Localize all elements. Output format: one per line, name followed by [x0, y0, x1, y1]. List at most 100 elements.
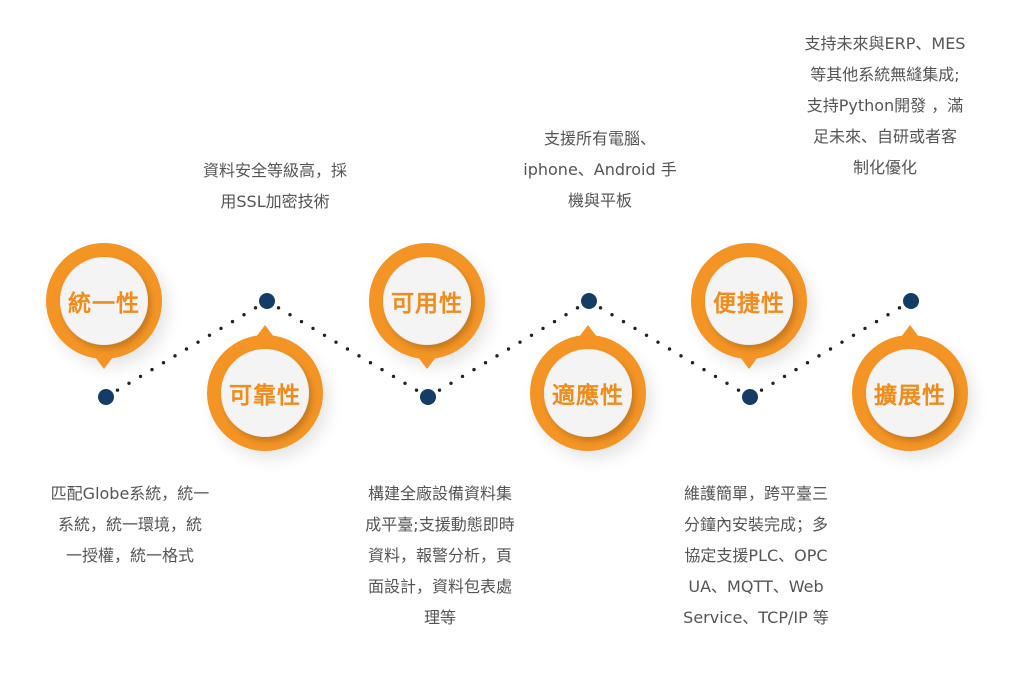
- connector-dot: [644, 333, 649, 337]
- endpoint-dot: [903, 293, 919, 309]
- description-extensibility: 支持未來與ERP、MES 等其他系統無縫集成; 支持Python開發 ，滿 足未…: [780, 28, 990, 183]
- connector-dot: [782, 374, 787, 379]
- connector-dot: [276, 306, 281, 310]
- connector-dot: [828, 347, 833, 351]
- connector-dot: [380, 367, 384, 372]
- connector-dot: [127, 381, 131, 385]
- description-availability: 構建全廠設備資料集 成平臺;支援動態即時 資料，報警分析，頁 面設計，資料包表處…: [340, 478, 540, 633]
- node-inner-disc: [705, 257, 793, 345]
- description-line: 協定支援PLC、OPC: [684, 546, 828, 565]
- connector-dot: [288, 313, 292, 317]
- connector-dot: [161, 361, 166, 365]
- connector-dot: [564, 313, 568, 317]
- description-line: 系統，統一環境，統: [57, 515, 202, 534]
- description-line: 匹配Globe系統，統一: [50, 484, 210, 503]
- description-line: 資料安全等級高，採: [202, 161, 347, 180]
- description-line: 用SSL加密技術: [220, 192, 330, 211]
- connector-dot: [495, 354, 499, 358]
- description-line: 足未來、自研或者客: [812, 127, 957, 146]
- connector-dot: [679, 354, 683, 358]
- connector-dot: [322, 333, 327, 337]
- description-line: 面設計，資料包表處: [367, 577, 512, 596]
- connector-dot: [242, 313, 246, 317]
- connector-dot: [886, 313, 890, 317]
- node-label: 適應性: [552, 383, 624, 409]
- node-label: 可靠性: [229, 383, 301, 409]
- endpoint-dot: [420, 389, 436, 405]
- connector-dot: [219, 326, 223, 331]
- connector-dot: [230, 319, 235, 324]
- connector-dot: [575, 306, 580, 310]
- connector-dot: [391, 374, 396, 379]
- connector-dot: [771, 381, 775, 385]
- description-line: 一授權，統一格式: [65, 546, 194, 565]
- endpoint-dot: [98, 389, 114, 405]
- node-inner-disc: [383, 257, 471, 345]
- connector-dot: [598, 306, 603, 310]
- connector-dot: [483, 361, 488, 365]
- connector-dot: [403, 381, 407, 385]
- description-reliability: 資料安全等級高，採 用SSL加密技術: [175, 155, 375, 217]
- connector-dot: [863, 326, 867, 331]
- connector-dot: [713, 374, 718, 379]
- feature-node-uniformity: 統一性: [46, 243, 162, 369]
- connector-dot: [667, 347, 672, 351]
- connector-dot: [518, 340, 522, 344]
- connector-dot: [610, 313, 614, 317]
- connector-dot: [552, 319, 557, 324]
- description-convenience: 維護簡單，跨平臺三 分鐘內安裝完成；多 協定支援PLC、OPC UA、MQTT、…: [656, 478, 856, 633]
- connector-dot: [345, 347, 350, 351]
- description-line: UA、MQTT、Web: [688, 577, 824, 596]
- feature-node-availability: 可用性: [369, 243, 485, 369]
- description-line: iphone、Android 手: [523, 160, 677, 179]
- connector-dot: [702, 367, 706, 372]
- connector-dot: [759, 388, 764, 392]
- node-inner-disc: [60, 257, 148, 345]
- connector-dot: [196, 340, 200, 344]
- description-line: 分鐘內安裝完成；多: [683, 515, 828, 534]
- feature-node-extensibility: 擴展性: [852, 325, 968, 451]
- description-line: 支持未來與ERP、MES: [804, 34, 966, 53]
- endpoint-dot: [581, 293, 597, 309]
- connector-dot: [736, 388, 741, 392]
- connector-dot: [690, 361, 695, 365]
- connector-dot: [368, 361, 373, 365]
- node-pointer: [418, 357, 436, 369]
- node-inner-disc: [221, 349, 309, 437]
- connector-dot: [414, 388, 419, 392]
- node-pointer: [901, 325, 919, 337]
- connector-dot: [334, 340, 338, 344]
- connector-dot: [299, 319, 304, 324]
- connector-dot: [851, 333, 856, 337]
- node-label: 可用性: [391, 291, 463, 317]
- description-line: 支援所有電腦、: [543, 129, 656, 148]
- description-line: 支持Python開發 ，滿: [806, 96, 964, 115]
- connector-dot: [725, 381, 729, 385]
- description-line: 成平臺;支援動態即時: [365, 515, 515, 534]
- description-line: 等其他系統無縫集成;: [810, 65, 960, 84]
- connector-dot: [115, 388, 120, 392]
- connector-dot: [449, 381, 453, 385]
- description-line: 制化優化: [852, 158, 917, 177]
- connector-dot: [184, 347, 189, 351]
- connector-endpoints: [98, 293, 919, 405]
- description-line: 維護簡單，跨平臺三: [683, 484, 828, 503]
- description-line: 機與平板: [567, 191, 632, 210]
- description-adaptability: 支援所有電腦、 iphone、Android 手 機與平板: [500, 123, 700, 216]
- connector-dot: [138, 374, 143, 379]
- node-label: 統一性: [68, 291, 140, 317]
- connector-dot: [506, 347, 511, 351]
- node-label: 便捷性: [713, 291, 785, 317]
- connector-dot: [621, 319, 626, 324]
- connector-dot: [437, 388, 442, 392]
- feature-node-reliability: 可靠性: [207, 325, 323, 451]
- node-pointer: [579, 325, 597, 337]
- connector-dot: [817, 354, 821, 358]
- node-pointer: [740, 357, 758, 369]
- description-uniformity: 匹配Globe系統，統一 系統，統一環境，統 一授權，統一格式: [30, 478, 230, 571]
- node-pointer: [256, 325, 274, 337]
- connector-dot: [633, 326, 637, 331]
- endpoint-dot: [259, 293, 275, 309]
